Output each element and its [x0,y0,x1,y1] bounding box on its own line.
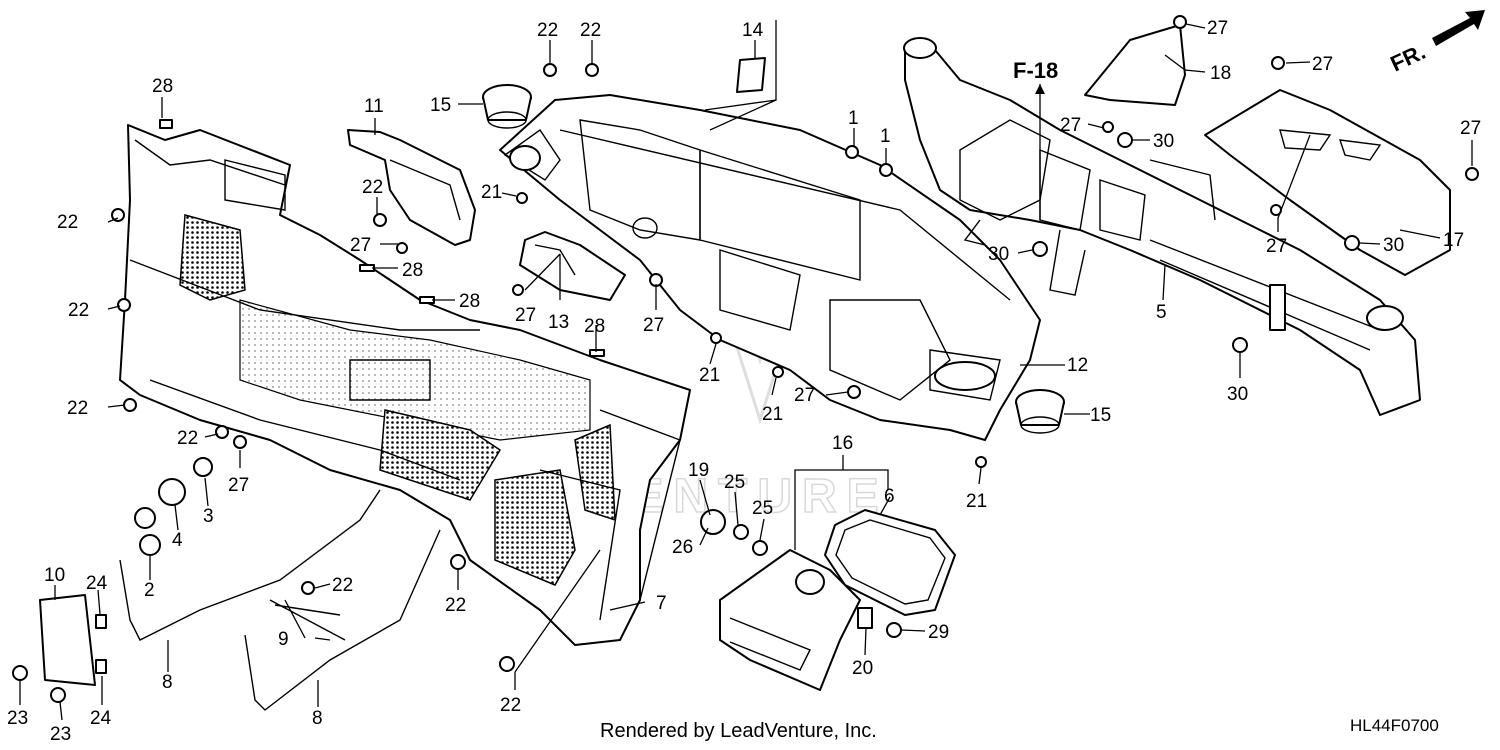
dash-frame-beam [903,37,1421,416]
vent-15-upper [482,84,532,129]
render-credit: Rendered by LeadVenture, Inc. [600,720,877,742]
callout-30: 30 [1153,131,1174,152]
diagram-code: HL44F0700 [1350,716,1439,735]
callout-21: 21 [762,404,783,425]
part-9-wire [269,599,346,641]
callout-28: 28 [402,260,423,281]
callout-28: 28 [584,316,605,337]
callout-27: 27 [228,475,249,496]
lower-dash-panel [119,124,691,646]
callout-7: 7 [656,593,667,614]
callout-21: 21 [699,365,720,386]
callout-27: 27 [1060,115,1081,136]
callout-17: 17 [1443,230,1464,251]
callout-12: 12 [1067,355,1088,376]
callout-27: 27 [1266,236,1287,257]
leader-lines [19,20,1473,721]
callout-30: 30 [1227,384,1248,405]
callout-11: 11 [364,96,384,117]
callout-27: 27 [350,235,371,256]
callout-15: 15 [430,95,451,116]
callout-23: 23 [50,724,71,745]
callout-20: 20 [852,658,873,679]
callout-30: 30 [1383,235,1404,256]
callout-1: 1 [880,126,891,147]
callout-22: 22 [500,695,521,716]
part-8-cable-left [119,489,381,641]
callout-27: 27 [515,305,536,326]
callout-1: 1 [848,108,859,129]
callout-labels: 1 1 2 3 4 5 6 7 8 8 9 10 11 12 13 14 15 … [7,18,1481,745]
callout-22: 22 [57,212,78,233]
callout-8: 8 [162,672,173,693]
part-10-plate [39,594,96,686]
callout-5: 5 [1156,302,1167,323]
callout-27: 27 [643,315,664,336]
part-18-cover [1084,24,1186,106]
front-direction-arrow: FR. [1387,10,1485,77]
fasteners [12,15,1479,703]
callout-22: 22 [580,20,601,41]
callout-29: 29 [928,622,949,643]
callout-14: 14 [742,20,764,41]
part-16-lid [719,549,861,691]
front-direction-label: FR. [1387,39,1430,77]
part-11-bracket [347,129,476,246]
callout-21: 21 [481,182,502,203]
callout-27: 27 [1460,118,1481,139]
vent-15-lower [1015,389,1065,434]
callout-22: 22 [332,575,353,596]
callout-23: 23 [7,708,28,729]
callout-2: 2 [144,580,155,601]
callout-27: 27 [794,385,815,406]
part-17-cover [1204,89,1451,276]
callout-10: 10 [44,565,65,586]
callout-13: 13 [548,312,569,333]
callout-24: 24 [86,573,108,594]
callout-16: 16 [832,433,853,454]
callout-6: 6 [884,486,895,507]
callout-22: 22 [68,300,89,321]
callout-8: 8 [312,708,323,729]
callout-22: 22 [177,428,198,449]
callout-19: 19 [688,460,709,481]
callout-24: 24 [90,708,112,729]
callout-9: 9 [278,629,289,650]
callout-22: 22 [537,20,558,41]
callout-18: 18 [1210,63,1231,84]
part-8-cable-right [244,529,441,711]
callout-25: 25 [752,498,773,519]
callout-27: 27 [1207,18,1228,39]
callout-28: 28 [152,76,173,97]
callout-30: 30 [988,244,1009,265]
callout-28: 28 [459,291,480,312]
callout-3: 3 [203,506,214,527]
callout-25: 25 [724,472,745,493]
callout-27: 27 [1312,54,1333,75]
part-14-emblem [736,57,766,93]
callout-4: 4 [172,530,183,551]
callout-22: 22 [445,595,466,616]
upper-dashboard [499,94,1041,441]
callout-22: 22 [362,177,383,198]
part-13-pocket [519,231,626,301]
reference-label: F-18 [1013,58,1058,83]
callout-26: 26 [672,537,693,558]
callout-21: 21 [966,491,987,512]
callout-15: 15 [1090,405,1111,426]
callout-22: 22 [67,398,88,419]
